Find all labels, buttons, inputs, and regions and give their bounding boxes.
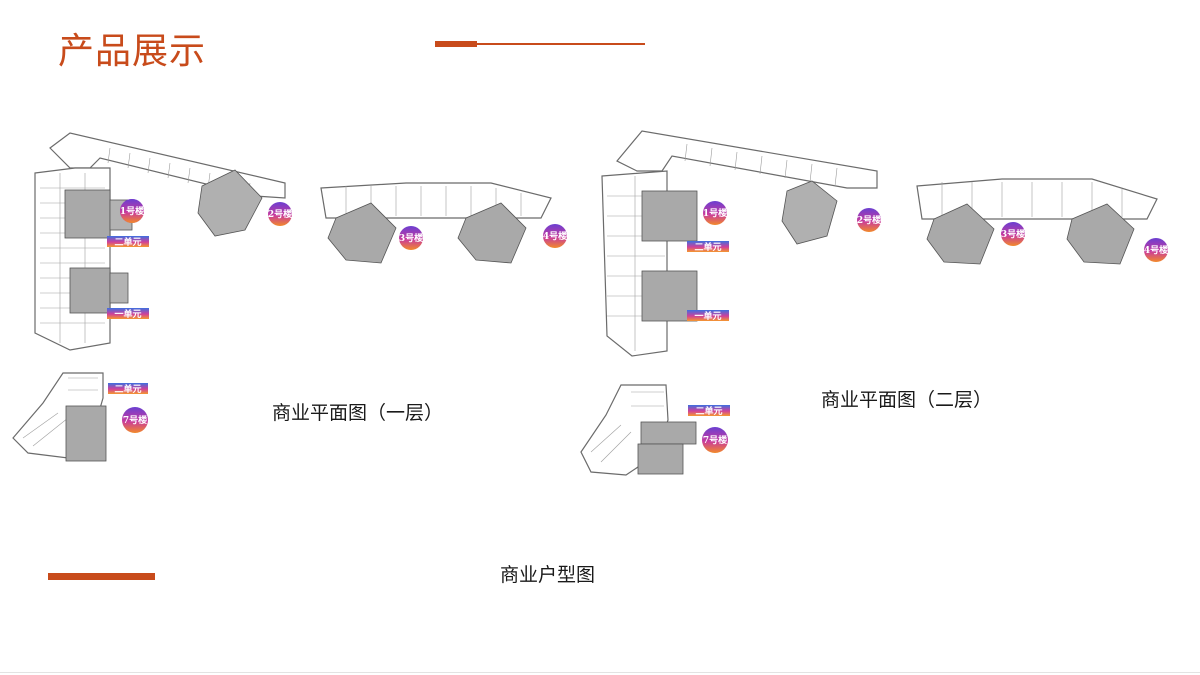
title-accent-line (477, 43, 645, 45)
unit-tag-2 (688, 405, 730, 416)
svg-text:二单元: 二单元 (114, 236, 141, 248)
badge-building-3 (1001, 222, 1025, 246)
badge-building-2 (857, 208, 881, 232)
svg-text:4号楼: 4号楼 (543, 230, 567, 242)
svg-text:一单元: 一单元 (694, 310, 721, 322)
badge-building-7 (702, 427, 728, 453)
floor2-left-plan: 1号楼 2号楼 二单元 一单元 (601, 130, 881, 357)
svg-text:1号楼: 1号楼 (703, 207, 727, 219)
caption-floor2: 商业平面图（二层） (821, 389, 993, 411)
svg-text:7号楼: 7号楼 (703, 434, 727, 446)
badge-building-4 (1144, 238, 1168, 262)
footer-divider (0, 672, 1200, 673)
badge-building-4 (543, 224, 567, 248)
svg-text:1号楼: 1号楼 (120, 205, 144, 217)
badge-building-1 (703, 201, 727, 225)
svg-text:3号楼: 3号楼 (399, 232, 423, 244)
svg-text:一单元: 一单元 (114, 308, 141, 320)
svg-text:2号楼: 2号楼 (268, 208, 292, 220)
floor1-mid-plan: 3号楼 4号楼 (320, 182, 567, 264)
unit-tag-2 (687, 241, 729, 252)
bottom-accent-bar (48, 573, 155, 580)
unit-tag-1 (107, 308, 149, 319)
badge-building-3 (399, 226, 423, 250)
floor1-bottom-plan: 二单元 7号楼 (12, 372, 148, 462)
floor2-mid-plan: 3号楼 4号楼 (916, 178, 1168, 265)
svg-text:3号楼: 3号楼 (1001, 228, 1025, 240)
badge-building-7 (122, 407, 148, 433)
svg-text:4号楼: 4号楼 (1144, 244, 1168, 256)
floor1-left-plan: 1号楼 2号楼 二单元 一单元 (34, 132, 292, 351)
caption-floor1: 商业平面图（一层） (272, 402, 444, 424)
title-accent-bar (435, 41, 477, 47)
svg-text:2号楼: 2号楼 (857, 214, 881, 226)
unit-tag-2 (107, 236, 149, 247)
svg-text:二单元: 二单元 (694, 241, 721, 253)
unit-tag-2 (108, 383, 148, 394)
page-title: 产品展示 (58, 31, 207, 72)
svg-text:7号楼: 7号楼 (123, 414, 147, 426)
floor2-bottom-plan: 二单元 7号楼 (580, 384, 730, 476)
unit-tag-1 (687, 310, 729, 321)
svg-text:二单元: 二单元 (695, 405, 722, 417)
badge-building-2 (268, 202, 292, 226)
caption-unit-types: 商业户型图 (500, 564, 596, 586)
svg-text:二单元: 二单元 (114, 383, 141, 395)
